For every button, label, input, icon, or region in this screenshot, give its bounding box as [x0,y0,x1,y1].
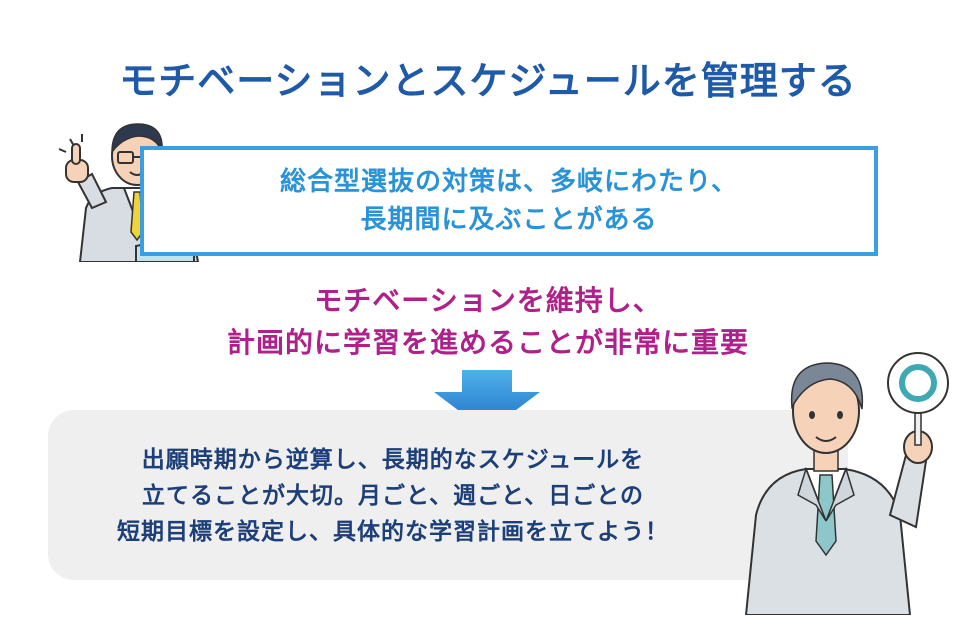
emphasis-line-2: 計画的に学習を進めることが非常に重要 [226,326,749,359]
advice-message: 出願時期から逆算し、長期的なスケジュールを 立てることが大切。月ごと、週ごと、日… [48,442,738,550]
problem-line-1: 総合型選抜の対策は、多岐にわたり、 [280,167,738,197]
advice-line-3: 短期目標を設定し、具体的な学習計画を立てよう！ [117,519,669,545]
advice-line-1: 出願時期から逆算し、長期的なスケジュールを [141,447,645,473]
man-holding-circle-sign-illustration [744,352,949,615]
problem-line-2: 長期間に及ぶことがある [360,205,658,235]
emphasis-message: モチベーションを維持し、 計画的に学習を進めることが非常に重要 [0,280,976,364]
advice-box [48,410,848,580]
emphasis-line-1: モチベーションを維持し、 [314,284,662,317]
advice-line-2: 立てることが大切。月ごと、週ごと、日ごとの [142,483,644,509]
problem-box: 総合型選抜の対策は、多岐にわたり、 長期間に及ぶことがある [140,146,878,256]
page-title: モチベーションとスケジュールを管理する [119,59,857,103]
down-arrow-icon [434,370,540,432]
